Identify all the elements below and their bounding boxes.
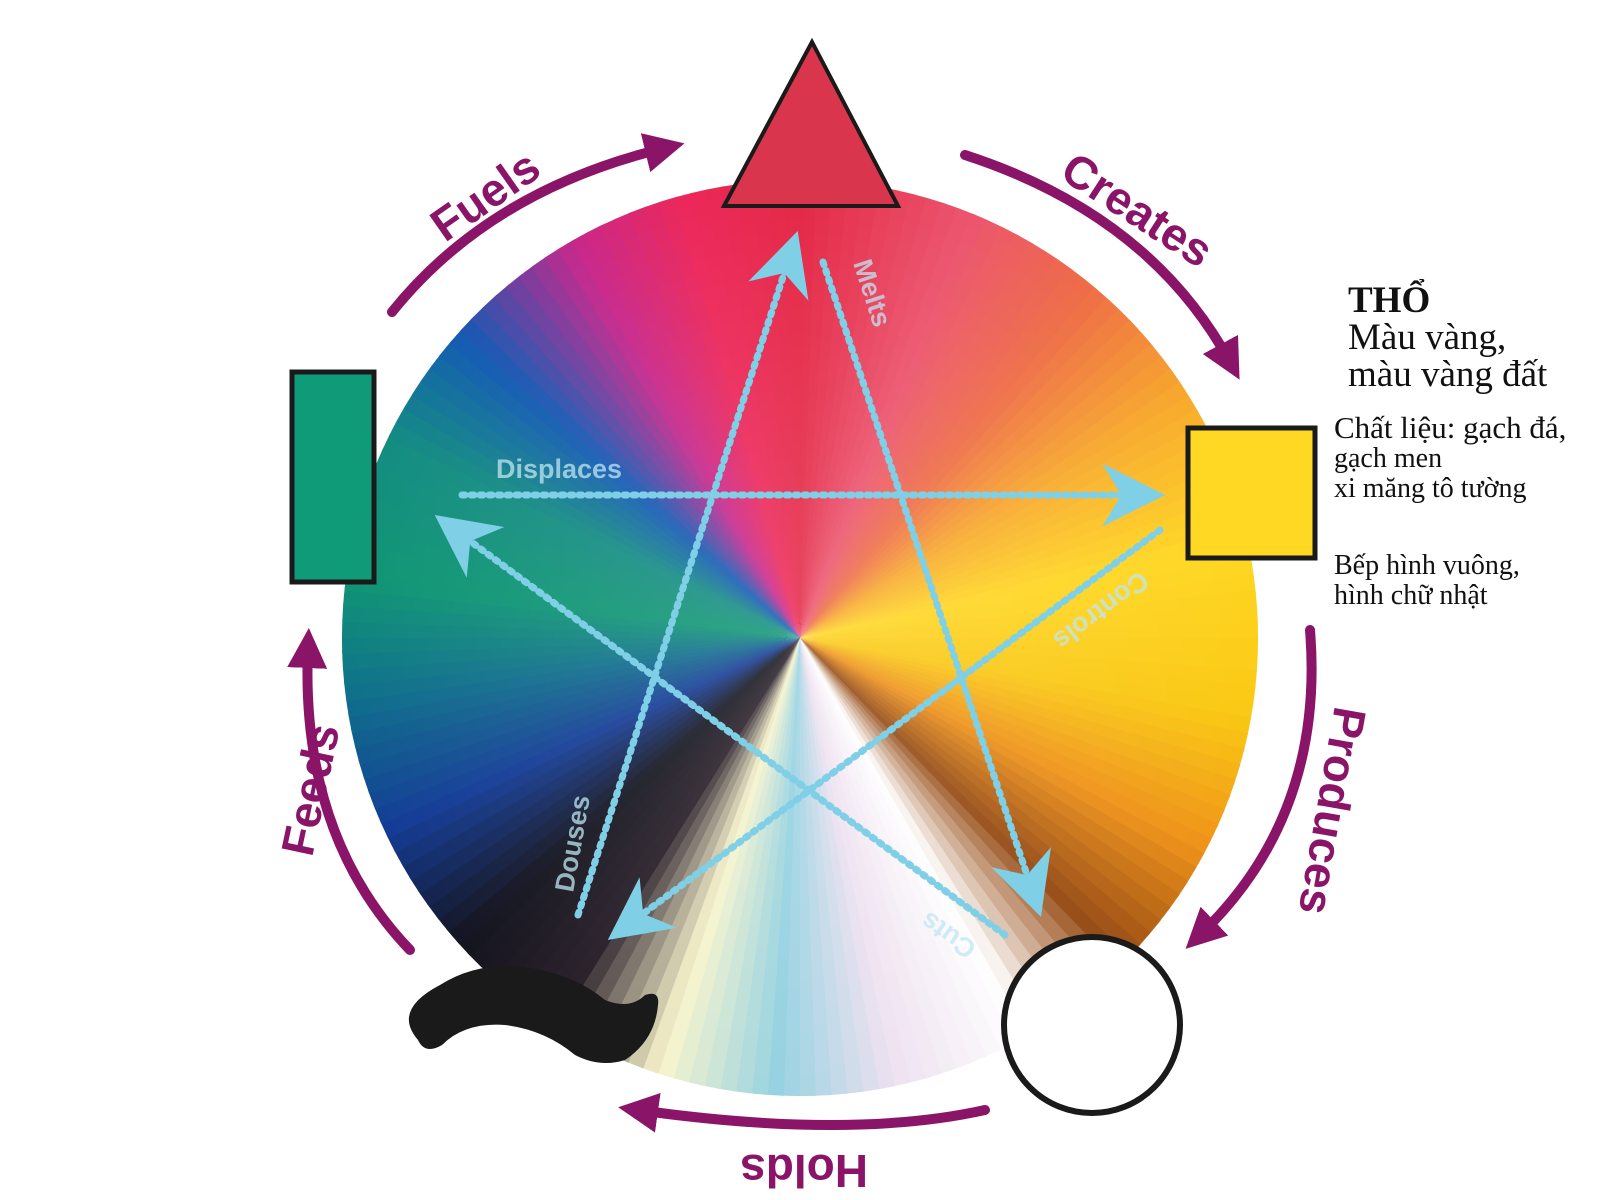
metal-circle bbox=[1001, 934, 1183, 1116]
material-line-1: Chất liệu: gạch đá, bbox=[1334, 410, 1567, 445]
label-displaces: Displaces bbox=[496, 454, 622, 484]
fuels-arrow bbox=[387, 133, 685, 317]
note-title: THỔ bbox=[1348, 280, 1431, 321]
note-color-1: Màu vàng, bbox=[1348, 317, 1507, 358]
note-color-2: màu vàng đất bbox=[1348, 354, 1548, 395]
shape-line-2: hình chữ nhật bbox=[1334, 580, 1488, 611]
feeds-arrow bbox=[287, 628, 415, 955]
creates-arrow bbox=[960, 150, 1240, 380]
earth-square bbox=[1185, 425, 1318, 561]
earth-note: THỔ Màu vàng, màu vàng đất bbox=[1348, 282, 1547, 393]
label-fuels: Fuels bbox=[421, 140, 549, 252]
shape-line-1: Bếp hình vuông, bbox=[1334, 550, 1520, 581]
material-note: Chất liệu: gạch đá, gạch men xi măng tô … bbox=[1334, 412, 1566, 503]
water-wave bbox=[408, 966, 659, 1064]
control-arrows bbox=[434, 231, 1166, 941]
holds-arrow bbox=[618, 1092, 990, 1133]
arrow-cuts bbox=[434, 515, 1009, 939]
arrow-melts bbox=[819, 258, 1051, 917]
wood-rectangle bbox=[289, 369, 377, 585]
label-holds: Holds bbox=[740, 1145, 868, 1197]
fire-triangle bbox=[720, 37, 902, 208]
material-line-3: xi măng tô tường bbox=[1334, 473, 1527, 504]
arrow-douses bbox=[574, 231, 809, 919]
material-line-2: gạch men bbox=[1334, 443, 1443, 474]
shape-note: Bếp hình vuông, hình chữ nhật bbox=[1334, 552, 1520, 610]
produces-arrow bbox=[1185, 625, 1317, 949]
arrow-controls bbox=[607, 526, 1164, 941]
cycle-arrows bbox=[287, 133, 1317, 1133]
